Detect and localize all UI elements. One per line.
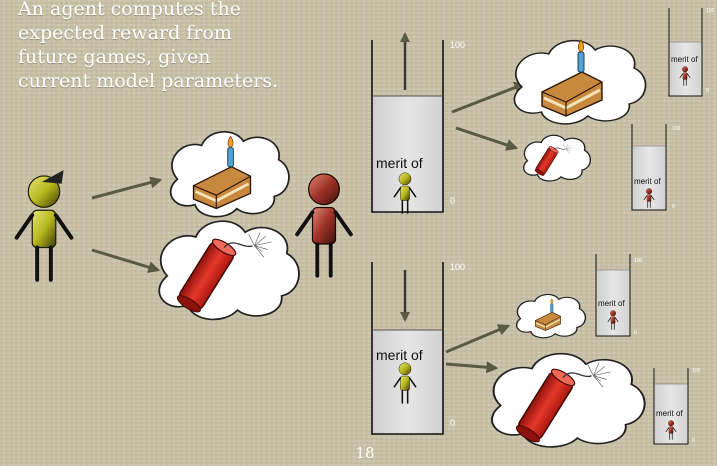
tick-max: 100	[634, 258, 643, 264]
tick-min: 0	[634, 330, 637, 336]
arrow-to-cake-thought	[451, 81, 527, 114]
tick-max: 100	[692, 368, 701, 374]
container-label: merit of	[376, 155, 423, 171]
slide-caption: An agent computes the expected reward fr…	[18, 0, 279, 92]
agent-figure-icon	[14, 170, 74, 282]
thought-bubble-icon	[490, 352, 646, 448]
merit-container-small: merit of 100 0	[653, 368, 701, 445]
merit-container-small: merit of 100 0	[595, 254, 643, 337]
container-label: merit of	[656, 409, 683, 418]
container-label: merit of	[598, 299, 625, 308]
arrow-to-cake-thought	[91, 176, 163, 200]
arrow-to-bomb-thought	[445, 361, 499, 374]
tick-min: 0	[450, 196, 455, 206]
tick-min: 0	[706, 88, 709, 94]
tick-max: 100	[672, 126, 681, 132]
merit-container-lower: merit of 100 0	[371, 262, 465, 435]
tick-max: 100	[450, 40, 465, 50]
thought-bubble-icon	[523, 134, 592, 182]
tick-max: 100	[450, 262, 465, 272]
tick-min: 0	[692, 438, 695, 444]
opponent-figure-icon	[295, 171, 353, 278]
arrow-to-cake-thought	[445, 324, 511, 354]
page-number: 18	[355, 444, 375, 462]
arrow-to-bomb-thought	[455, 126, 519, 151]
thought-bubble-icon	[158, 220, 300, 321]
container-label: merit of	[671, 55, 698, 64]
arrow-to-bomb-thought	[91, 248, 161, 273]
merit-container-small: merit of 100 0	[631, 124, 681, 211]
merit-container-upper: merit of 100 0	[371, 32, 465, 214]
tick-min: 0	[672, 204, 675, 210]
tick-min: 0	[450, 418, 455, 428]
container-label: merit of	[634, 177, 661, 186]
merit-container-small: merit of 100 0	[668, 8, 715, 97]
container-label: merit of	[376, 347, 423, 363]
tick-max: 100	[706, 8, 715, 14]
